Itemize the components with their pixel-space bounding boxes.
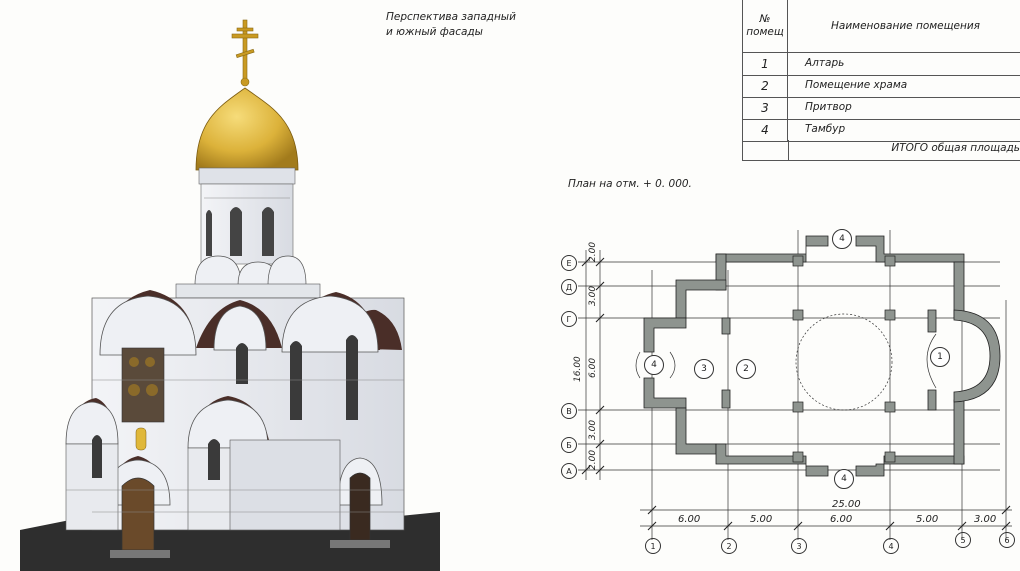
row-name: Тамбур (805, 123, 846, 135)
axis-letter-g: Г (561, 311, 577, 327)
row-number: 2 (743, 75, 788, 97)
axis-number-3: 3 (791, 538, 807, 554)
drum-windows (206, 207, 274, 256)
dim-v-b: 3.00 (588, 419, 598, 440)
table-row: 2 Помещение храма (743, 75, 1020, 98)
row-name: Помещение храма (805, 79, 908, 91)
row-number: 3 (743, 97, 788, 119)
dim-total: 25.00 (832, 499, 861, 510)
total-label: ИТОГО общая площадь (891, 142, 1020, 154)
table-total: ИТОГО общая площадь (788, 140, 1020, 160)
dim-1-2: 6.00 (678, 514, 701, 525)
piers (792, 255, 896, 463)
church-perspective (20, 19, 440, 571)
axis-number-2: 2 (721, 538, 737, 554)
room-table-header: № помещ Наименование помещения (743, 0, 1020, 53)
plan-caption: План на отм. + 0. 000. (568, 178, 692, 190)
room-mark-2: 2 (736, 359, 756, 379)
row-number: 1 (743, 53, 788, 75)
drum (200, 183, 294, 265)
axis-letter-a: А (561, 463, 577, 479)
table-row: 3 Притвор (743, 97, 1020, 120)
room-mark-4-west: 4 (644, 355, 664, 375)
row-name: Алтарь (805, 57, 845, 69)
axis-number-1: 1 (645, 538, 661, 554)
axis-number-4: 4 (883, 538, 899, 554)
row-number: 4 (743, 119, 788, 141)
dim-b-a: 2.00 (588, 449, 598, 470)
room-mark-4-north: 4 (832, 229, 852, 249)
windows (92, 335, 358, 480)
bell-icon (128, 357, 158, 396)
row-name: Притвор (805, 101, 852, 113)
axis-letter-e: Е (561, 255, 577, 271)
dim-d-g: 3.00 (588, 285, 598, 306)
axis-letter-b: Б (561, 437, 577, 453)
perspective-caption-line-2: и южный фасады (386, 26, 483, 38)
axis-letter-d: Д (561, 279, 577, 295)
dim-left-total: 16.00 (573, 356, 583, 382)
dome-outline (795, 313, 893, 411)
dim-2-3: 5.00 (750, 514, 773, 525)
perspective-caption: Перспектива западный и южный фасады (386, 10, 516, 40)
dim-e-d: 2.00 (588, 241, 598, 262)
perspective-caption-line-1: Перспектива западный (386, 11, 516, 23)
header-number: № помещ (743, 0, 788, 52)
axis-letter-v: В (561, 403, 577, 419)
header-name: Наименование помещения (831, 20, 980, 32)
room-table: № помещ Наименование помещения 1 Алтарь … (742, 0, 1020, 161)
golden-dome (195, 87, 299, 171)
side-door (349, 472, 371, 541)
cross-icon (231, 19, 259, 87)
walls (643, 235, 1001, 477)
dim-4-5: 5.00 (916, 514, 939, 525)
axis-number-5: 5 (955, 532, 971, 548)
room-mark-1: 1 (930, 347, 950, 367)
room-mark-3: 3 (694, 359, 714, 379)
room-mark-4-south: 4 (834, 469, 854, 489)
dim-g-v: 6.00 (588, 357, 598, 378)
table-row: 1 Алтарь (743, 53, 1020, 76)
belfry (121, 347, 165, 423)
dim-5-6: 3.00 (974, 514, 997, 525)
axis-number-6: 6 (999, 532, 1015, 548)
table-row: 4 Тамбур (743, 119, 1020, 142)
dim-3-4: 6.00 (830, 514, 853, 525)
main-door (121, 477, 155, 551)
